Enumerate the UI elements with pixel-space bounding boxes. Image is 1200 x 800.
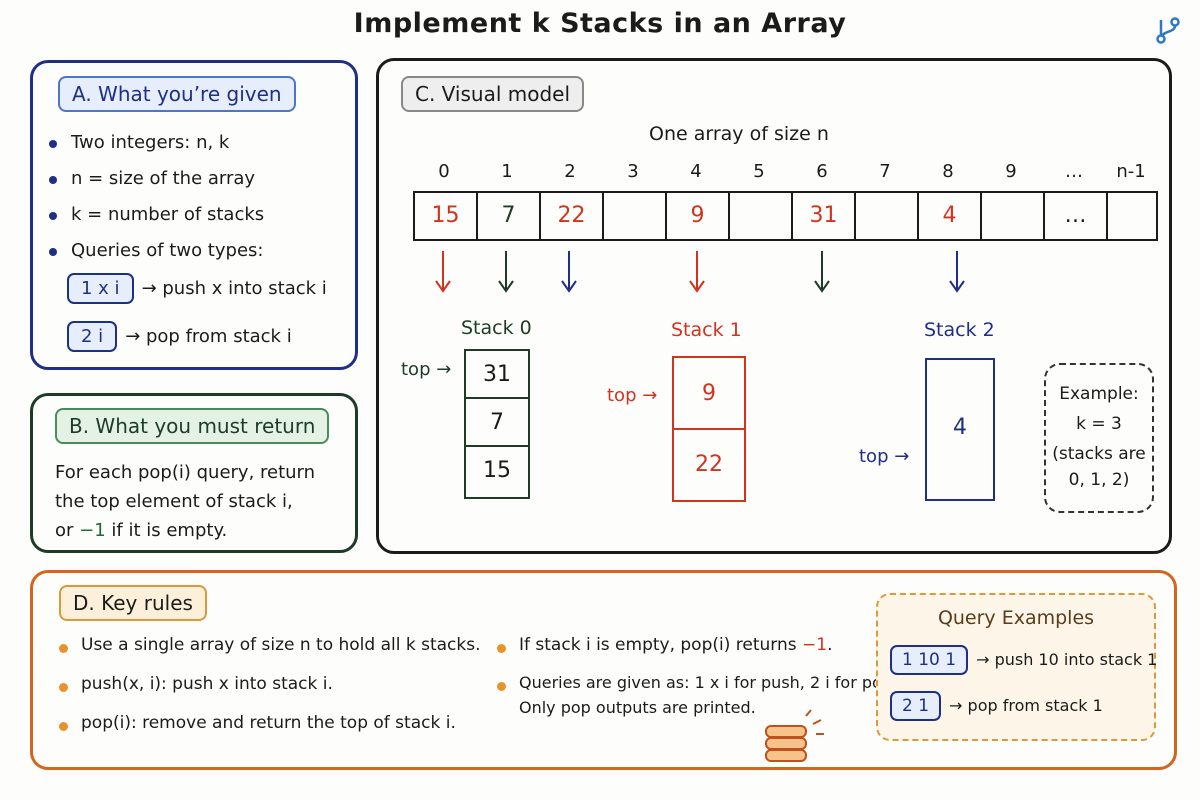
array-cell [604,193,667,239]
arrow-down-icon [561,251,577,293]
array-cell: 15 [415,193,478,239]
arrow-down-icon [949,251,965,293]
rule-item: push(x, i): push x into stack i. [57,674,481,694]
stack-2-top-label: top → [859,446,910,467]
list-item: Queries of two types: [47,233,264,269]
query-desc: → pop from stack i [125,326,292,347]
stack-1-top-label: top → [607,385,658,406]
stack-2-label: Stack 2 [924,319,995,341]
array-cell: 22 [541,193,604,239]
panel-rules-heading: D. Key rules [59,585,207,621]
query-desc: → push x into stack i [141,278,327,299]
stack-1: 9 22 [672,356,746,502]
query-chip: 1 10 1 [890,645,969,675]
example-line: k = 3 [1076,414,1122,434]
arrow-down-icon [435,251,451,293]
stack-cell: 31 [466,351,528,399]
stack-cell: 7 [466,399,528,447]
list-item: n = size of the array [47,161,264,197]
example-line: 0, 1, 2) [1068,470,1130,490]
given-list: Two integers: n, k n = size of the array… [47,125,264,269]
array-index: 4 [690,161,702,182]
query-chip: 1 x i [67,273,134,304]
stack-0-label: Stack 0 [461,317,532,339]
return-line: or −1 if it is empty. [55,520,228,541]
array-index: 8 [942,161,954,182]
coin-stack-icon [765,709,824,762]
list-item: Two integers: n, k [47,125,264,161]
query-desc: → pop from stack 1 [949,696,1103,715]
query-chip: 2 1 [890,691,942,721]
return-line: For each pop(i) query, return [55,462,316,483]
stack-cell: 15 [483,458,511,483]
array-caption: One array of size n [649,123,829,145]
minus-one-value: −1 [802,635,828,655]
panel-return: B. What you must return For each pop(i) … [30,393,358,553]
array-cell: … [1045,193,1108,239]
array-index: 3 [627,161,639,182]
rule-item: If stack i is empty, pop(i) returns −1. [495,635,897,655]
array-cell [730,193,793,239]
panel-visual-model: C. Visual model One array of size n 0 1 … [376,58,1172,554]
array-cell: 31 [793,193,856,239]
array-index: 6 [816,161,828,182]
example-line: Example: [1059,384,1139,404]
stack-cell: 9 [674,358,744,430]
stack-0: 31 7 15 [464,349,530,499]
arrow-down-icon [814,251,830,293]
query-type-pop: 2 i → pop from stack i [67,321,292,352]
query-example-row: 2 1 → pop from stack 1 [890,691,1103,721]
panel-return-heading: B. What you must return [55,408,330,444]
array-index: … [1065,161,1083,182]
array-index: 0 [438,161,450,182]
rules-list-right: If stack i is empty, pop(i) returns −1. … [495,635,897,717]
array-index: 9 [1005,161,1017,182]
rule-item-cont: Only pop outputs are printed. [519,698,756,717]
array-index: n-1 [1116,161,1146,182]
stack-0-top-label: top → [401,359,452,380]
return-text: For each pop(i) query, return the top el… [55,458,345,545]
arrow-down-icon [498,251,514,293]
example-box: Example: k = 3 (stacks are 0, 1, 2) [1044,363,1154,513]
query-examples-title: Query Examples [937,607,1095,629]
panel-key-rules: D. Key rules Use a single array of size … [30,570,1177,770]
arrow-down-icon [689,251,705,293]
rules-list-left: Use a single array of size n to hold all… [57,635,481,733]
stack-cell: 22 [695,452,723,477]
query-example-row: 1 10 1 → push 10 into stack 1 [890,645,1157,675]
query-examples-box: Query Examples 1 10 1 → push 10 into stac… [876,593,1157,741]
query-chip: 2 i [67,321,118,352]
array-cell: 7 [478,193,541,239]
minus-one-value: −1 [79,520,106,541]
stack-cell: 4 [953,415,967,440]
query-desc: → push 10 into stack 1 [976,650,1158,669]
example-line: (stacks are [1052,444,1146,464]
rule-item: Queries are given as: 1 x i for push, 2 … [495,673,897,692]
array-index: 7 [879,161,891,182]
array-cell: 4 [919,193,982,239]
panel-visual-heading: C. Visual model [401,76,585,112]
rule-item: Use a single array of size n to hold all… [57,635,481,655]
stack-1-label: Stack 1 [671,319,742,341]
page-title: Implement k Stacks in an Array [353,8,847,39]
array-index: 5 [753,161,765,182]
list-item: k = number of stacks [47,197,264,233]
array-cell: 9 [667,193,730,239]
query-type-push: 1 x i → push x into stack i [67,273,327,304]
mapping-arrows [435,251,965,293]
git-branch-icon [1156,17,1180,44]
panel-given-heading: A. What you’re given [58,76,296,112]
array-cell [856,193,919,239]
panel-given: A. What you’re given Two integers: n, k … [30,60,358,370]
rule-item: pop(i): remove and return the top of sta… [57,713,481,733]
array-cells: 15 7 22 9 31 4 … [413,191,1158,241]
array-index: 1 [501,161,513,182]
stack-2: 4 [925,358,995,501]
array-cell [982,193,1045,239]
array-index: 2 [564,161,576,182]
return-line: the top element of stack i, [55,491,293,512]
